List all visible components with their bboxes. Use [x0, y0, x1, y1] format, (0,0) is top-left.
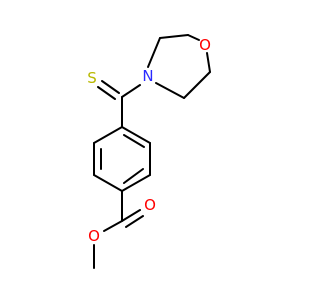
- carbonyl-ester-oxygen-bond: [103, 220, 123, 232]
- thiocarbonyl-double-bond-b: [97, 86, 116, 100]
- benzene-inner-double-2: [123, 168, 144, 184]
- morpholine-bond-c3-c4: [183, 71, 211, 99]
- morpholine-bond-c2-o: [187, 34, 200, 41]
- bond-lines: [93, 34, 211, 269]
- carbonyl-oxygen-atom-label: O: [144, 196, 156, 214]
- nitrogen-atom-label: N: [142, 67, 153, 85]
- morpholine-bond-n-c1: [147, 37, 161, 68]
- morpholine-oxygen-atom-label: O: [199, 36, 211, 54]
- carbonyl-double-bond-b: [125, 215, 144, 228]
- thiocarbonyl-double-bond-a: [101, 80, 120, 94]
- carbonyl-double-bond-a: [121, 209, 141, 222]
- ester-oxygen-atom-label: O: [88, 227, 100, 245]
- atom-labels: S N O O O: [87, 36, 211, 245]
- benzene-bond-4: [93, 174, 123, 192]
- morpholine-bond-c1-c2: [159, 34, 189, 39]
- molecule-structure: S N O O O: [87, 34, 211, 269]
- morpholine-bond-c4-n: [155, 82, 185, 99]
- benzene-inner-double-1: [123, 134, 145, 148]
- benzene-bond-6: [93, 126, 123, 144]
- benzene-bond-1: [121, 126, 151, 144]
- sulfur-atom-label: S: [87, 69, 97, 87]
- thiocarbon-nitrogen-bond: [121, 84, 141, 98]
- morpholine-bond-o-c3: [206, 52, 211, 73]
- benzene-bond-3: [121, 174, 151, 192]
